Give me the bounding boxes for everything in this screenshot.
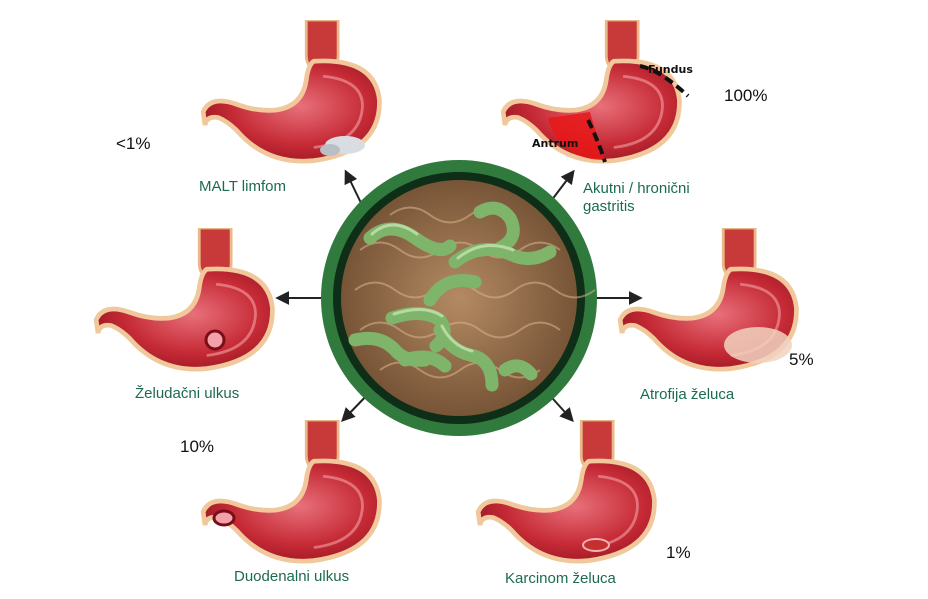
stomach-malt [203, 20, 379, 161]
stomach-atrofija [620, 228, 796, 369]
label-malt: MALT limfom [199, 178, 286, 195]
stomach-karcinom [478, 420, 654, 561]
h-pylori-bacteria-icon [321, 160, 597, 436]
label-gastritis-line1: Akutni / hronični [583, 180, 690, 197]
percent-karcinom: 1% [666, 543, 691, 562]
percent-ulcus: 10% [180, 437, 215, 456]
region-fundus: Fundus [648, 63, 693, 76]
label-atrofija: Atrofija želuca [640, 386, 735, 403]
stomach-duodenal [203, 420, 379, 561]
stomach-gastritis [503, 20, 690, 162]
label-ulcus: Želudačni ulkus [135, 385, 240, 402]
percent-atrofija: 5% [789, 350, 814, 369]
label-karcinom: Karcinom želuca [505, 570, 616, 587]
label-duodenal: Duodenalni ulkus [234, 568, 350, 585]
percent-malt: <1% [116, 134, 151, 153]
arrow-to-malt [344, 169, 363, 206]
label-gastritis-line2: gastritis [583, 198, 635, 215]
region-antrum: Antrum [532, 137, 579, 150]
percent-gastritis: 100% [724, 86, 768, 105]
stomach-ulcus [96, 228, 272, 369]
